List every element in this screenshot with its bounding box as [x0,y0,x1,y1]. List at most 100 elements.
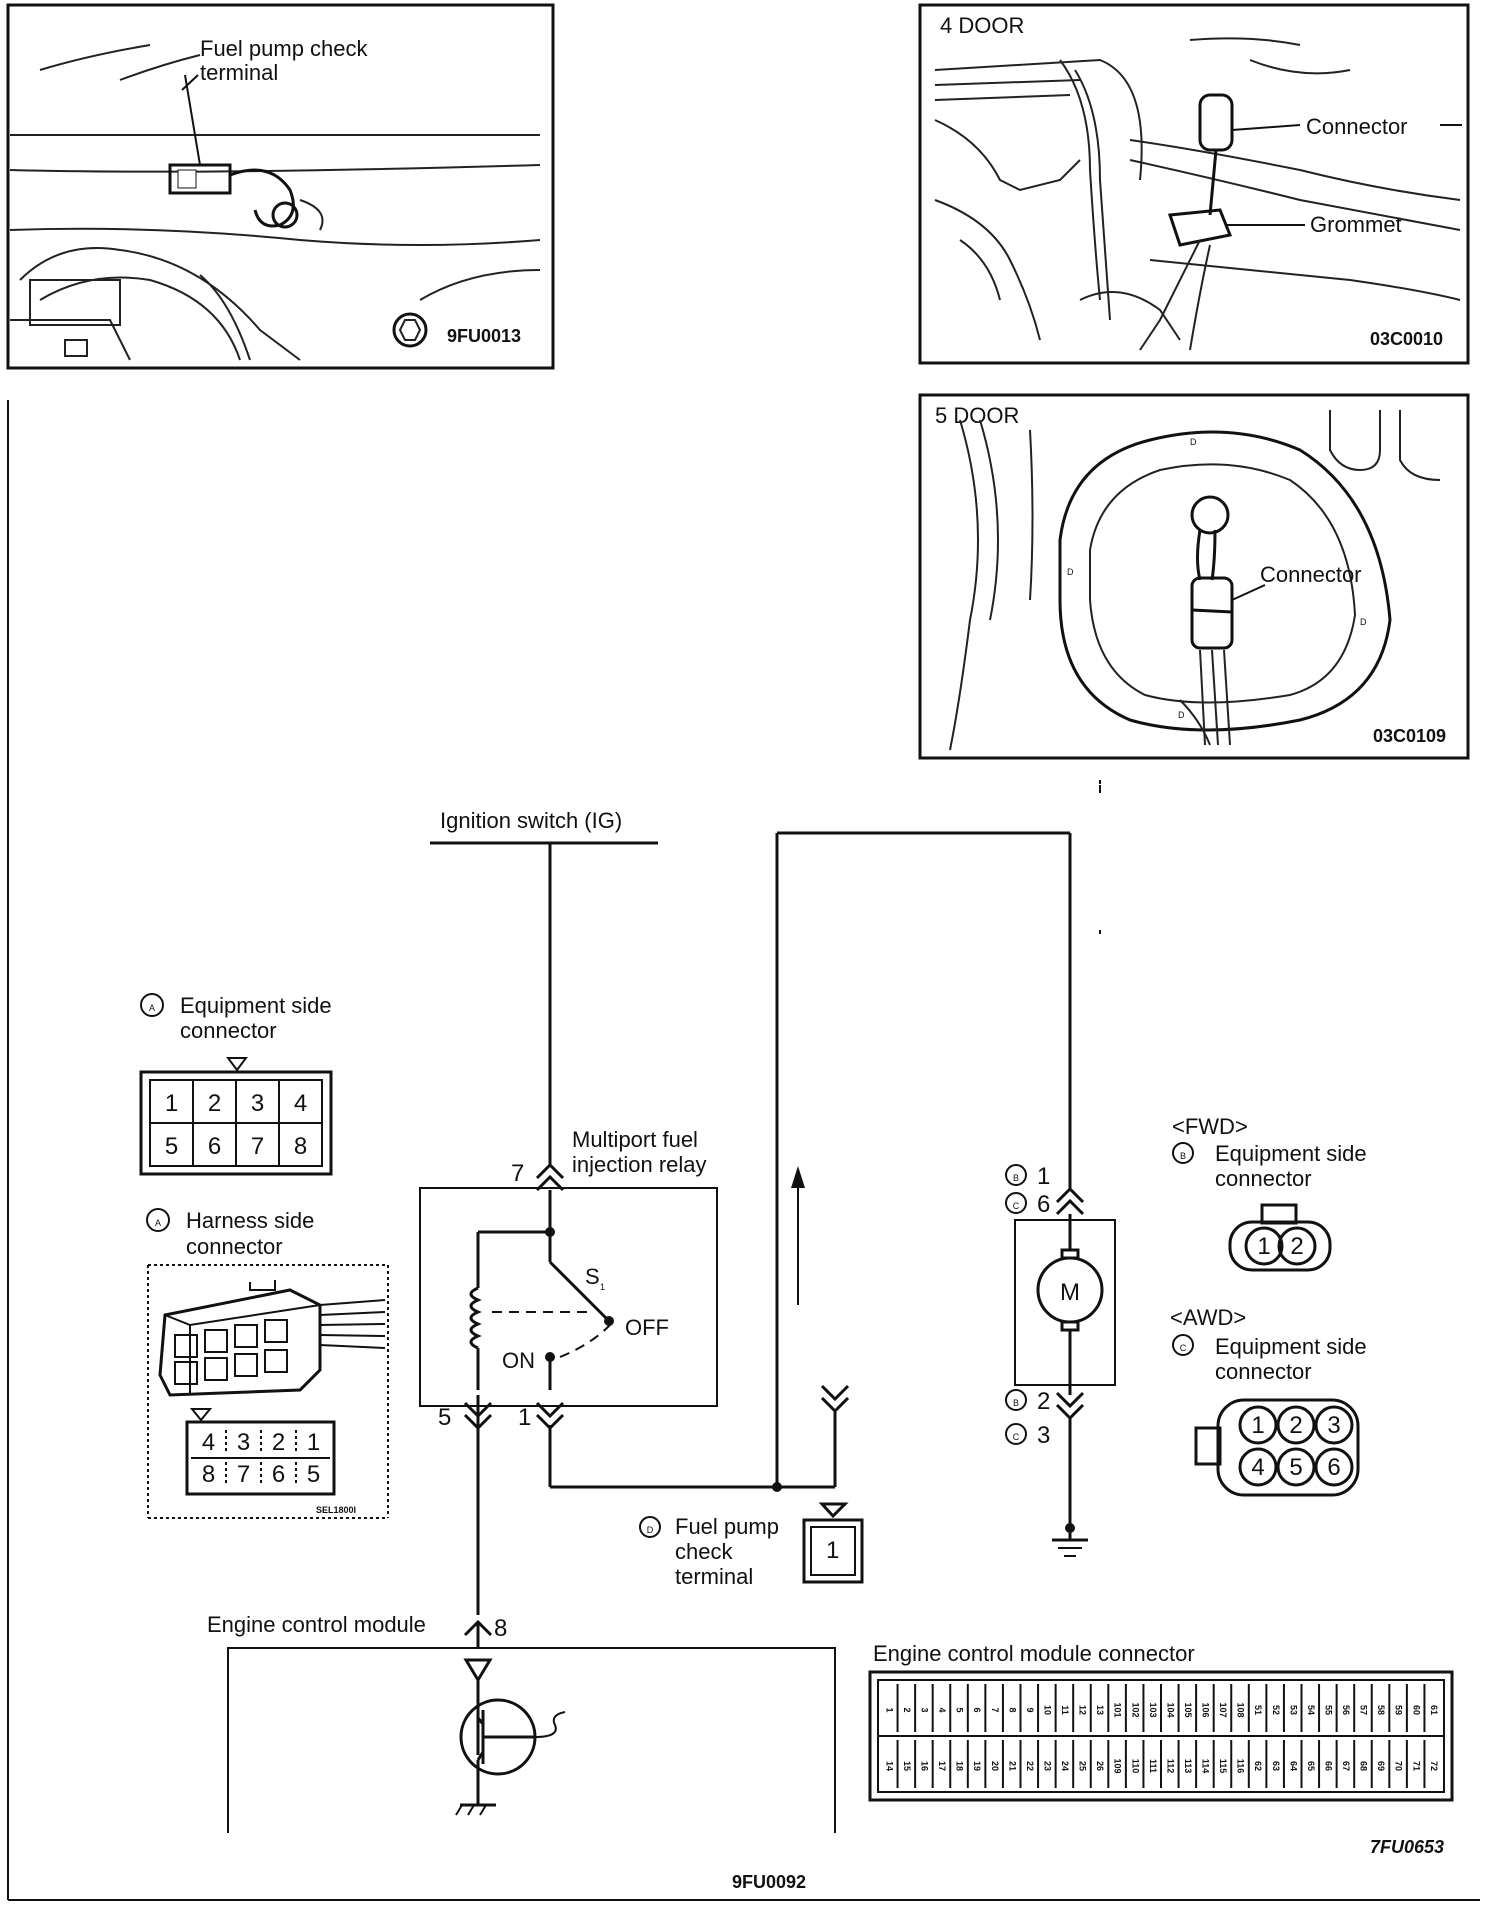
photo-title: 4 DOOR [940,13,1024,38]
pin-6: 6 [1327,1454,1340,1481]
svg-text:D: D [1190,437,1197,447]
photo-code: 03C0109 [1373,726,1446,746]
fuel-check-label-line2: check [675,1539,733,1564]
ecm-pin-22: 22 [1025,1761,1035,1771]
pin-7: 7 [237,1461,250,1488]
pin-6: 6 [208,1133,221,1160]
c-letter-top: C [1013,1201,1020,1211]
ecm-pin-64: 64 [1288,1761,1298,1771]
ecm-label: Engine control module [207,1612,426,1637]
ecm-pin-70: 70 [1394,1761,1404,1771]
ecm-pin-61: 61 [1429,1705,1439,1715]
fuel-check-label-line1: Fuel pump [675,1514,779,1539]
connector-label: Connector [1260,562,1362,587]
fuel-pump-check-terminal-label-line1: Fuel pump check [200,36,369,61]
ecm-pin-6: 6 [972,1707,982,1712]
ecm-connector-title: Engine control module connector [873,1641,1195,1666]
ecm-pin-15: 15 [902,1761,912,1771]
pin-2: 2 [1289,1412,1302,1439]
c3-label: 3 [1037,1422,1050,1449]
fuel-check-connector [802,1518,864,1584]
ecm-pin-68: 68 [1359,1761,1369,1771]
b-letter-top: B [1013,1173,1019,1183]
ecm-pin-9: 9 [1025,1707,1035,1712]
ecm-pin-103: 103 [1148,1702,1158,1717]
connector-label: Connector [1306,114,1408,139]
pin-8-label: 8 [494,1615,507,1642]
ecm-pin-17: 17 [937,1761,947,1771]
relay-box [419,1187,718,1407]
ecm-pin-110: 110 [1130,1759,1140,1774]
harness-connector-sketch [158,1288,322,1397]
photo-code: 03C0010 [1370,329,1443,349]
harness-code: SEL1800I [316,1505,356,1515]
ecm-pin-55: 55 [1323,1705,1333,1715]
pin-5: 5 [165,1133,178,1160]
ecm-pin-101: 101 [1113,1702,1123,1717]
ecm-pin-114: 114 [1201,1759,1211,1774]
pin-7: 7 [251,1133,264,1160]
ecm-pin-56: 56 [1341,1705,1351,1715]
ecm-pin-63: 63 [1271,1761,1281,1771]
ecm-pin-107: 107 [1218,1702,1228,1717]
label-line2: connector [1215,1166,1312,1191]
switch-s-subscript: 1 [600,1282,605,1292]
ecm-pin-14: 14 [884,1761,894,1771]
letter-c: C [1180,1343,1187,1353]
photo-frame [6,3,555,370]
label-line1: Harness side [186,1208,314,1233]
letter-a: A [155,1218,161,1228]
ecm-pin-18: 18 [955,1761,965,1771]
pin-1: 1 [165,1090,178,1117]
ecm-pin-111: 111 [1148,1759,1158,1773]
ecm-pin-112: 112 [1165,1759,1175,1774]
ecm-pin-57: 57 [1359,1705,1369,1715]
letter-b: B [1180,1151,1186,1161]
awd-tag: <AWD> [1170,1305,1246,1330]
ecm-pin-21: 21 [1007,1761,1017,1771]
b1-label: 1 [1037,1163,1050,1190]
pin-1: 1 [1257,1233,1270,1260]
ecm-pin-102: 102 [1130,1702,1140,1717]
ecm-connector-code: 7FU0653 [1370,1837,1444,1857]
pin-7-terminal [535,1162,565,1180]
label-line1: Equipment side [180,993,332,1018]
ecm-pin-105: 105 [1183,1702,1193,1717]
fwd-tag: <FWD> [1172,1114,1248,1139]
ecm-input-triangle [463,1658,493,1683]
pin-4: 4 [202,1429,215,1456]
ecm-pin-66: 66 [1323,1761,1333,1771]
ecm-pin-71: 71 [1411,1761,1421,1771]
ecm-pin-116: 116 [1236,1759,1246,1774]
pin-1-label: 1 [518,1404,531,1431]
grommet-label: Grommet [1310,212,1402,237]
photo-frame [918,393,1470,760]
relay-switch-blade [548,1260,608,1320]
motor-top-terminal [1055,1186,1085,1204]
pin-1-terminal [535,1401,565,1419]
figure-code: 9FU0092 [732,1872,806,1892]
pin-6: 6 [272,1461,285,1488]
ecm-pin-19: 19 [972,1761,982,1771]
ecm-pin-108: 108 [1236,1702,1246,1717]
ecm-pin-65: 65 [1306,1761,1316,1771]
pin-8: 8 [202,1461,215,1488]
ecm-pin-23: 23 [1042,1761,1052,1771]
pin-2: 2 [1290,1233,1303,1260]
connector-b-fwd: <FWD> B Equipment side connector 1 2 [1172,1114,1367,1272]
ecm-pin-10: 10 [1042,1705,1052,1715]
svg-text:D: D [1067,567,1074,577]
ecm-pin-62: 62 [1253,1761,1263,1771]
ecm-pin-53: 53 [1288,1705,1298,1715]
pin-5-label: 5 [438,1404,451,1431]
ecm-box [227,1647,836,1833]
b-letter-bottom: B [1013,1398,1019,1408]
check-branch-terminal [820,1396,850,1414]
ecm-pin-104: 104 [1165,1702,1175,1717]
label-line2: connector [1215,1359,1312,1384]
access-hole-outline [1058,430,1392,732]
label-line1: Equipment side [1215,1141,1367,1166]
photo-fuel-pump-check-terminal: Fuel pump check terminal 9FU0013 [6,3,555,370]
